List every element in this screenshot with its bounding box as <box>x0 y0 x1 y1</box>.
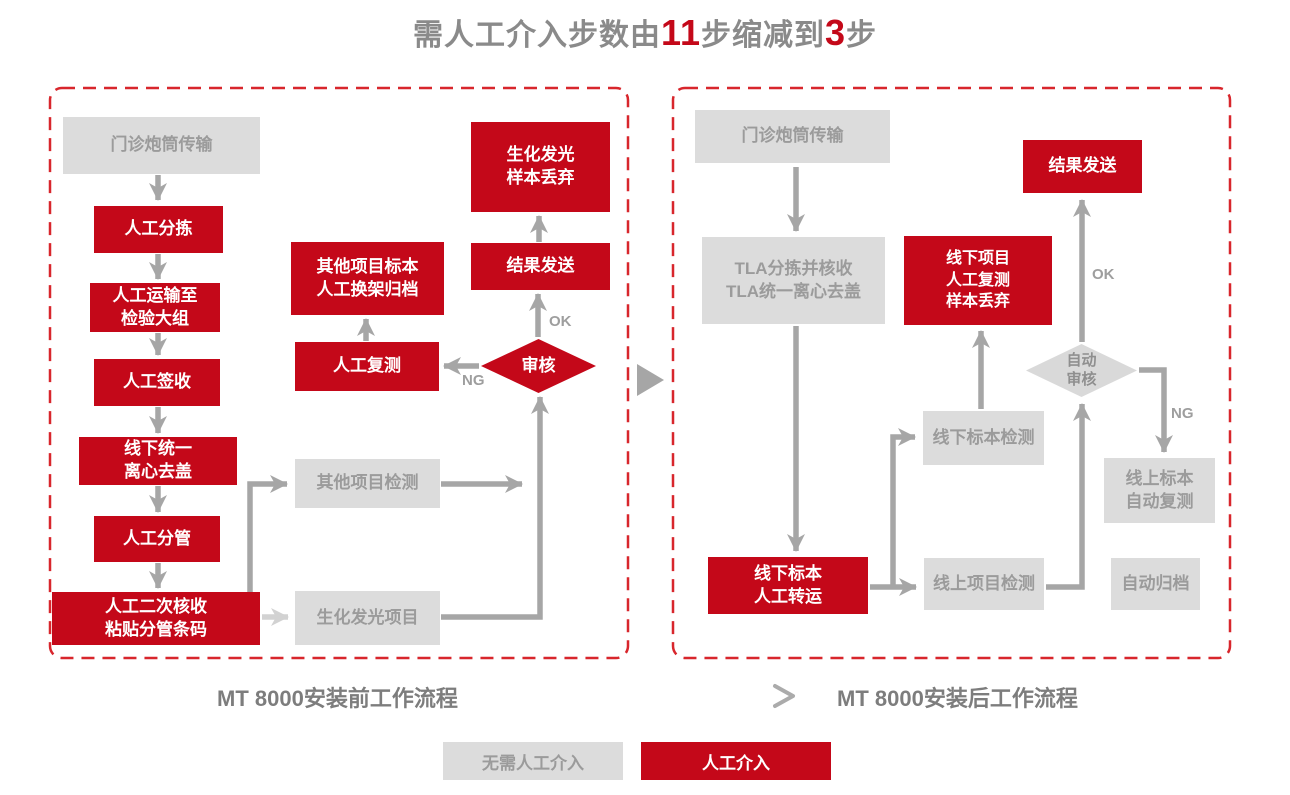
node-manual-retest: 人工复测 <box>295 342 439 391</box>
node-online-item-testing: 线上项目检测 <box>924 558 1044 610</box>
node-offline-sample-testing: 线下标本检测 <box>923 411 1044 465</box>
node-other-item-testing: 其他项目检测 <box>295 459 440 508</box>
node-offline-manual-retest-discard: 线下项目 人工复测 样本丢弃 <box>904 236 1052 325</box>
node-offline-centrifuge-decap: 线下统一 离心去盖 <box>79 437 237 485</box>
node-manual-transport-to-lab: 人工运输至 检验大组 <box>90 283 220 332</box>
title-highlight-11: 11 <box>660 12 702 53</box>
node-send-result-after: 结果发送 <box>1023 140 1142 193</box>
node-manual-aliquoting: 人工分管 <box>94 516 220 562</box>
title-text: 步缩减到 <box>701 19 826 52</box>
title-text: 需人工介入步数由 <box>412 19 661 52</box>
node-outpatient-tube-transport-before: 门诊炮筒传输 <box>63 117 260 174</box>
node-manual-recheck-barcode: 人工二次核收 粘贴分管条码 <box>52 592 260 645</box>
label-ok-after: OK <box>1092 266 1115 283</box>
node-biochem-luminescence-items: 生化发光项目 <box>295 591 440 645</box>
node-tla-sort-centrifuge-decap: TLA分拣并核收 TLA统一离心去盖 <box>702 237 885 324</box>
legend-no-manual-intervention: 无需人工介入 <box>443 742 623 780</box>
node-biochem-sample-discard: 生化发光 样本丢弃 <box>471 122 610 212</box>
after-panel-border <box>671 86 1232 660</box>
page-title: 需人工介入步数由11步缩减到3步 <box>0 10 1290 54</box>
caption-before-workflow: MT 8000安装前工作流程 <box>217 686 458 711</box>
node-manual-sign-in: 人工签收 <box>94 359 220 406</box>
caption-after-workflow: MT 8000安装后工作流程 <box>837 686 1078 711</box>
node-manual-sorting: 人工分拣 <box>94 206 223 253</box>
label-ng-after: NG <box>1171 405 1194 422</box>
label-ok-before: OK <box>549 313 572 330</box>
node-other-sample-manual-archive: 其他项目标本 人工换架归档 <box>291 242 444 315</box>
before-panel-border <box>48 86 630 660</box>
panel-transition-arrow-icon <box>637 364 664 396</box>
title-highlight-3: 3 <box>825 12 847 53</box>
node-send-result-before: 结果发送 <box>471 243 610 290</box>
node-auto-archive: 自动归档 <box>1111 558 1200 610</box>
node-outpatient-tube-transport-after: 门诊炮筒传输 <box>695 110 890 163</box>
legend-manual-intervention: 人工介入 <box>641 742 831 780</box>
label-ng-before: NG <box>462 372 485 389</box>
node-online-sample-auto-retest: 线上标本 自动复测 <box>1104 458 1215 523</box>
title-text: 步 <box>846 19 878 52</box>
node-offline-sample-manual-transfer: 线下标本 人工转运 <box>708 557 868 614</box>
